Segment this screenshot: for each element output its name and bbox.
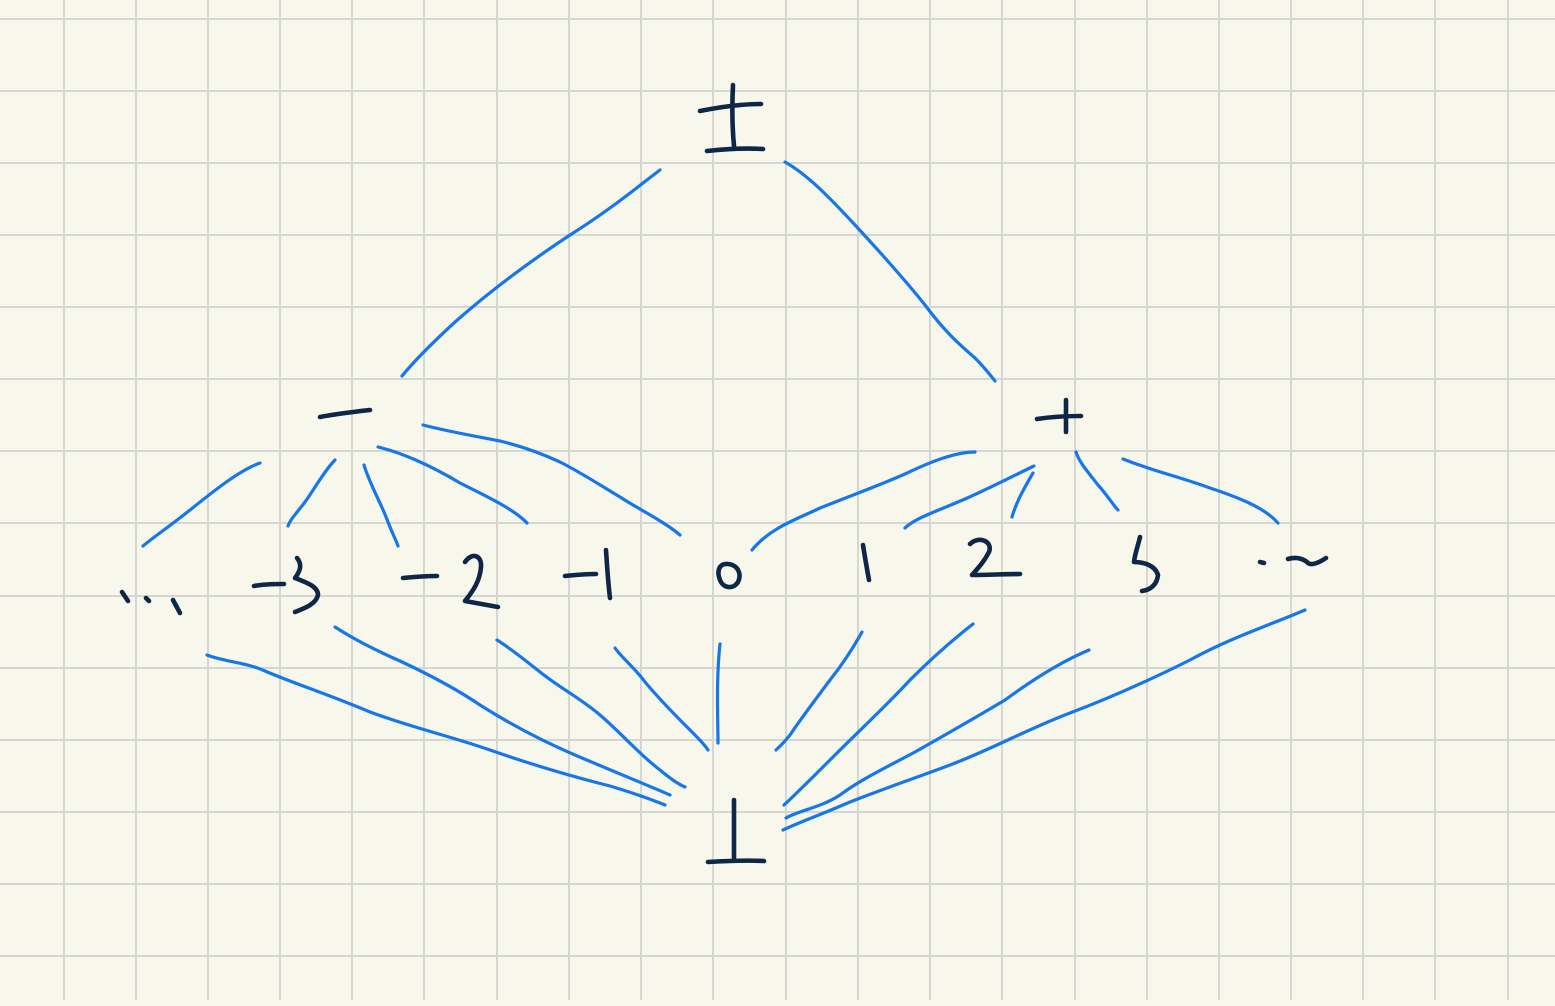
plus-edges (750, 450, 1280, 552)
value-neg2 (400, 553, 501, 610)
minus-edges (141, 423, 682, 548)
value-2 (967, 537, 1023, 578)
edge-minus-neg-inf (141, 461, 262, 548)
edge-pos-inf-bottom (781, 608, 1307, 832)
edge-plus-2 (1010, 471, 1035, 519)
plus-node (1034, 397, 1084, 435)
edge-top-plus (783, 160, 997, 383)
edge-plus-1 (903, 464, 1036, 530)
edge-3-bottom (784, 648, 1091, 820)
value-neg3 (251, 555, 321, 615)
edge-top-minus (400, 168, 662, 378)
edge-neg2-bottom (495, 638, 687, 789)
minus-node (317, 407, 373, 420)
edge-minus-neg2 (362, 463, 400, 548)
edge-plus-3 (1074, 450, 1120, 512)
bottom-edges (205, 608, 1307, 832)
edge-neg3-bottom (333, 625, 672, 797)
value-3 (1131, 534, 1161, 594)
edge-neg1-bottom (613, 646, 710, 752)
top-edges (400, 160, 997, 383)
edge-1-bottom (774, 630, 864, 752)
edge-minus-zero (421, 423, 682, 537)
value-ellipsis-right (1257, 555, 1329, 567)
value-ellipsis-left (119, 589, 183, 616)
value-1 (860, 542, 872, 583)
edge-neg-inf-bottom (205, 653, 667, 807)
top-node (697, 82, 766, 154)
edge-2-bottom (782, 622, 975, 807)
edge-minus-neg1 (376, 445, 529, 525)
edge-plus-pos-inf (1121, 457, 1280, 525)
node-labels (119, 82, 1329, 865)
edge-plus-zero (750, 450, 977, 552)
value-zero (716, 561, 742, 590)
bottom-node (705, 797, 767, 865)
edge-zero-bottom (715, 642, 722, 745)
edge-minus-neg3 (286, 458, 337, 528)
value-neg1 (562, 547, 613, 601)
